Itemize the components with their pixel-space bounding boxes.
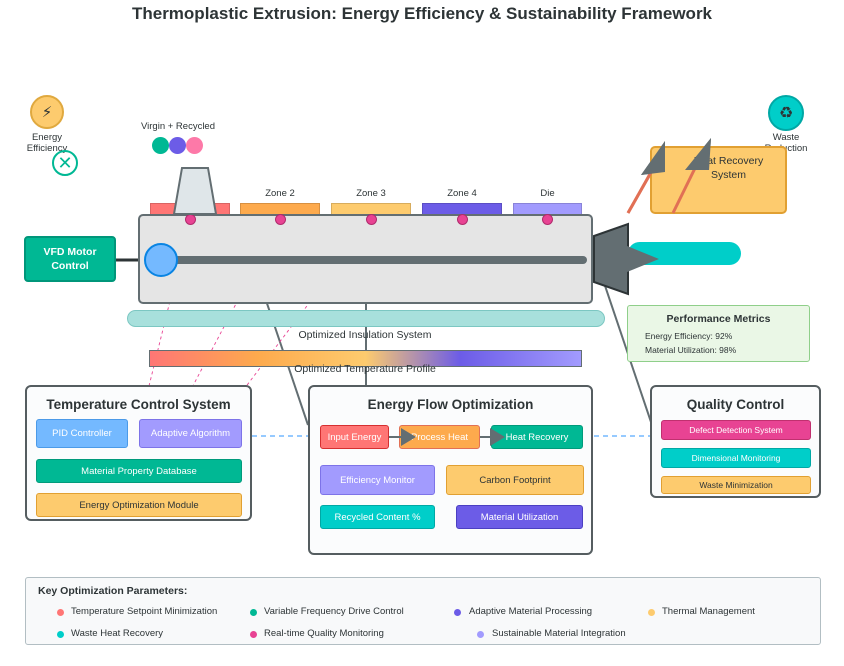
waste-minimization: Waste Minimization xyxy=(661,476,811,494)
legend-dot-temperature xyxy=(57,609,64,616)
legend-dot-adaptive xyxy=(454,609,461,616)
key-parameters-panel: Key Optimization Parameters: Temperature… xyxy=(25,577,821,645)
energy-flow-panel: Energy Flow Optimization Input Energy Pr… xyxy=(308,385,593,555)
material-property-database: Material Property Database xyxy=(36,459,242,483)
zone-4-label: Zone 4 xyxy=(447,188,477,199)
zone-3-label: Zone 3 xyxy=(356,188,386,199)
flow-arrow-2 xyxy=(480,428,505,446)
legend-vfd: Variable Frequency Drive Control xyxy=(264,606,404,617)
quality-control-panel: Quality Control Defect Detection System … xyxy=(650,385,821,498)
zone-2-label: Zone 2 xyxy=(265,188,295,199)
energy-efficiency-metric: Energy Efficiency: 92% xyxy=(645,331,733,341)
performance-metrics-panel: Performance Metrics Energy Efficiency: 9… xyxy=(627,305,810,362)
temperature-control-panel: Temperature Control System PID Controlle… xyxy=(25,385,252,521)
die-sensor xyxy=(542,214,553,225)
quality-panel-title: Quality Control xyxy=(686,397,785,412)
dimensional-monitoring: Dimensional Monitoring xyxy=(661,448,811,468)
insulation-label: Optimized Insulation System xyxy=(298,329,432,341)
legend-waste-heat: Waste Heat Recovery xyxy=(71,628,164,639)
process-heat: Process Heat xyxy=(399,425,480,449)
mixed-material-dot xyxy=(169,137,186,154)
legend-dot-sustainable xyxy=(477,631,484,638)
legend-quality: Real-time Quality Monitoring xyxy=(264,628,384,639)
die-label: Die xyxy=(540,188,555,199)
adaptive-algorithm: Adaptive Algorithm xyxy=(139,419,242,448)
screw-shaft xyxy=(165,256,587,264)
legend-dot-thermal xyxy=(648,609,655,616)
input-energy: Input Energy xyxy=(320,425,389,449)
close-circle-icon: ✕ xyxy=(52,150,78,176)
key-parameters-title: Key Optimization Parameters: xyxy=(38,585,188,597)
legend-dot-waste-heat xyxy=(57,631,64,638)
pid-controller: PID Controller xyxy=(36,419,128,448)
temperature-profile-bar xyxy=(149,350,582,367)
defect-detection: Defect Detection System xyxy=(661,420,811,440)
legend-dot-quality xyxy=(250,631,257,638)
legend-sustainable: Sustainable Material Integration xyxy=(492,628,626,639)
virgin-material-dot xyxy=(152,137,169,154)
output-arrow-head xyxy=(627,246,659,272)
performance-title: Performance Metrics xyxy=(666,313,771,325)
hopper-label: Virgin + Recycled xyxy=(140,121,215,132)
recycled-material-dot xyxy=(186,137,203,154)
die-outlet xyxy=(593,222,629,296)
material-utilization-metric: Material Utilization: 98% xyxy=(645,345,737,355)
screw-drive-gear xyxy=(144,243,178,277)
hopper-funnel xyxy=(172,167,218,215)
temperature-panel-title: Temperature Control System xyxy=(46,397,231,412)
legend-adaptive: Adaptive Material Processing xyxy=(469,606,593,617)
zone-3-sensor xyxy=(366,214,377,225)
zone-4-sensor xyxy=(457,214,468,225)
energy-panel-title: Energy Flow Optimization xyxy=(367,397,534,412)
legend-temperature: Temperature Setpoint Minimization xyxy=(71,606,218,617)
heat-arrows-overlay xyxy=(626,138,711,214)
energy-optimization-module: Energy Optimization Module xyxy=(36,493,242,517)
legend-dot-vfd xyxy=(250,609,257,616)
carbon-footprint: Carbon Footprint xyxy=(446,465,584,495)
recycled-content: Recycled Content % xyxy=(320,505,435,529)
legend-thermal: Thermal Management xyxy=(662,606,755,617)
barrel-to-quality-line xyxy=(596,261,653,426)
insulation-bar xyxy=(127,310,605,327)
flow-arrow-1 xyxy=(389,428,416,446)
heat-recovery: Heat Recovery xyxy=(491,425,583,449)
efficiency-monitor: Efficiency Monitor xyxy=(320,465,435,495)
material-utilization: Material Utilization xyxy=(456,505,583,529)
diagram-title: Thermoplastic Extrusion: Energy Efficien… xyxy=(131,4,713,23)
temperature-profile-label: Optimized Temperature Profile xyxy=(294,363,436,375)
lightning-icon: ⚡ xyxy=(30,95,64,129)
recycle-icon: ♻ xyxy=(768,95,804,131)
zone-2-sensor xyxy=(275,214,286,225)
